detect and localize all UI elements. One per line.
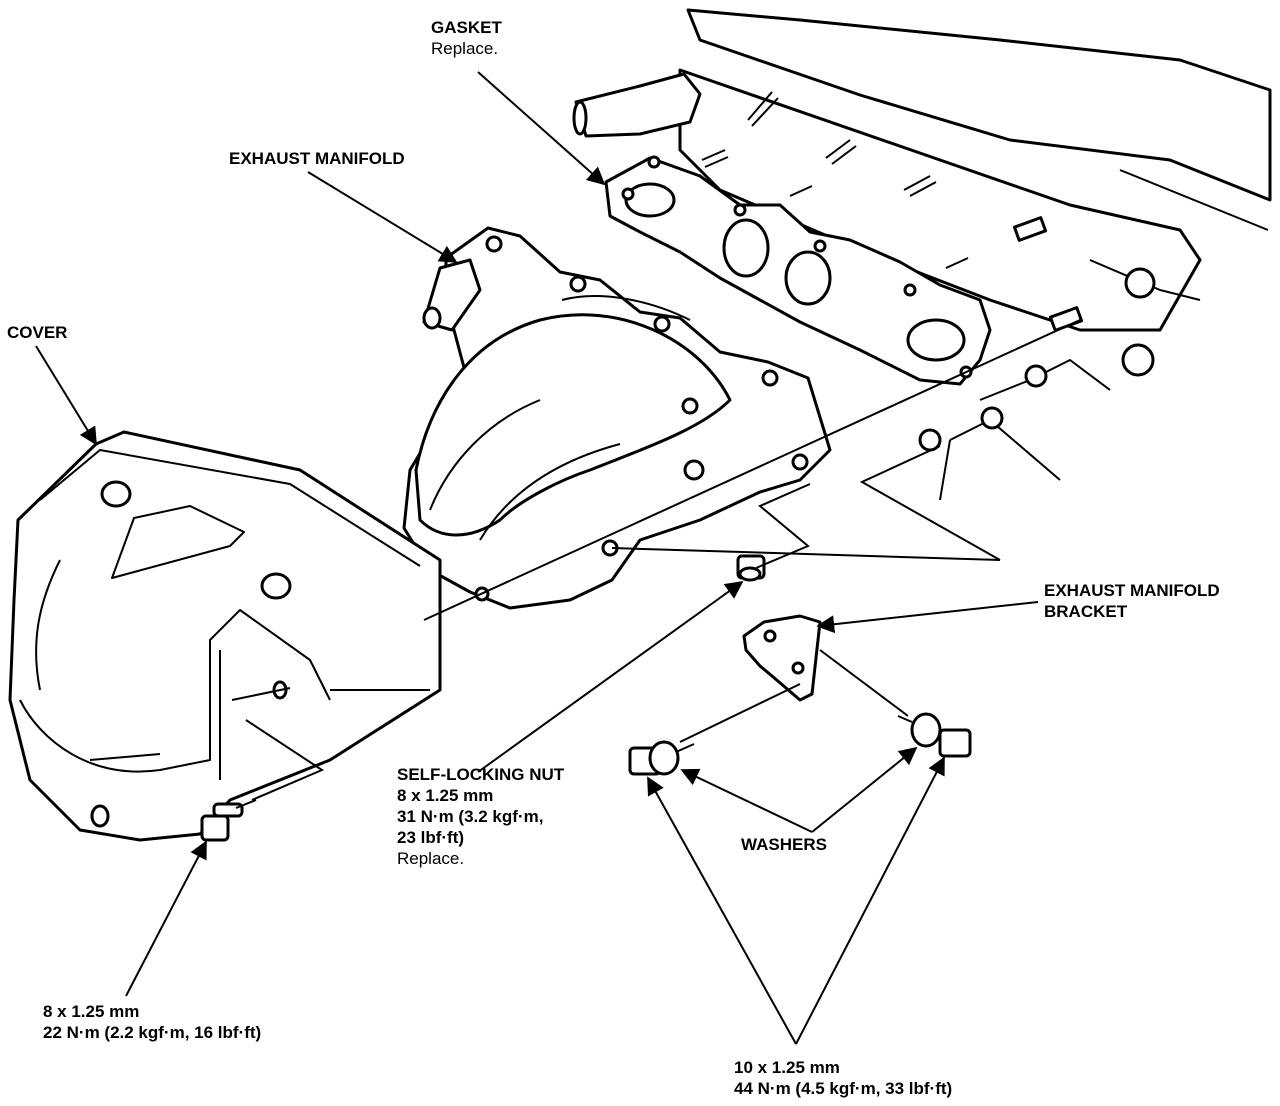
bracket-line1: EXHAUST MANIFOLD xyxy=(1044,581,1220,600)
cover-bolt-torque: 22 N·m (2.2 kgf·m, 16 lbf·ft) xyxy=(43,1023,262,1042)
bracket-bolt-left xyxy=(628,740,695,776)
bracket-bolts-label: 10 x 1.25 mm 44 N·m (4.5 kgf·m, 33 lbf·f… xyxy=(734,1057,952,1099)
exhaust-manifold-bracket xyxy=(742,614,822,702)
gasket-name: GASKET xyxy=(431,18,502,37)
bracket-label: EXHAUST MANIFOLD BRACKET xyxy=(1044,580,1220,622)
bracket-bolts-torque: 44 N·m (4.5 kgf·m, 33 lbf·ft) xyxy=(734,1079,953,1098)
nut-torque-2: 23 lbf·ft) xyxy=(397,828,465,847)
gasket-label: GASKET Replace. xyxy=(431,17,502,59)
nut-note: Replace. xyxy=(397,849,465,868)
exhaust-manifold xyxy=(402,226,832,610)
cover-label: COVER xyxy=(7,322,67,343)
washers-label: WASHERS xyxy=(741,834,827,855)
heat-cover xyxy=(8,430,442,842)
washers-name: WASHERS xyxy=(741,835,827,854)
cover-name: COVER xyxy=(7,323,68,342)
leader-lines xyxy=(35,71,1039,1045)
exhaust-manifold-name: EXHAUST MANIFOLD xyxy=(229,149,405,168)
self-locking-nut xyxy=(736,554,766,582)
cylinder-head xyxy=(572,8,1272,377)
bracket-bolt-right xyxy=(897,712,972,758)
engine-block-mount xyxy=(918,359,1111,501)
assembly-lines xyxy=(231,319,1081,801)
cover-bolt-size: 8 x 1.25 mm xyxy=(43,1002,140,1021)
nut-name: SELF-LOCKING NUT xyxy=(397,765,565,784)
exhaust-manifold-label: EXHAUST MANIFOLD xyxy=(229,148,405,169)
bracket-line2: BRACKET xyxy=(1044,602,1128,621)
nut-size: 8 x 1.25 mm xyxy=(397,786,494,805)
self-locking-nut-label: SELF-LOCKING NUT 8 x 1.25 mm 31 N·m (3.2… xyxy=(397,764,564,869)
gasket-note: Replace. xyxy=(431,39,499,58)
cover-bolt-label: 8 x 1.25 mm 22 N·m (2.2 kgf·m, 16 lbf·ft… xyxy=(43,1001,261,1043)
nut-torque-1: 31 N·m (3.2 kgf·m, xyxy=(397,807,544,826)
gasket xyxy=(604,155,992,386)
bracket-bolts-size: 10 x 1.25 mm xyxy=(734,1058,840,1077)
cover-bolt xyxy=(200,799,257,842)
